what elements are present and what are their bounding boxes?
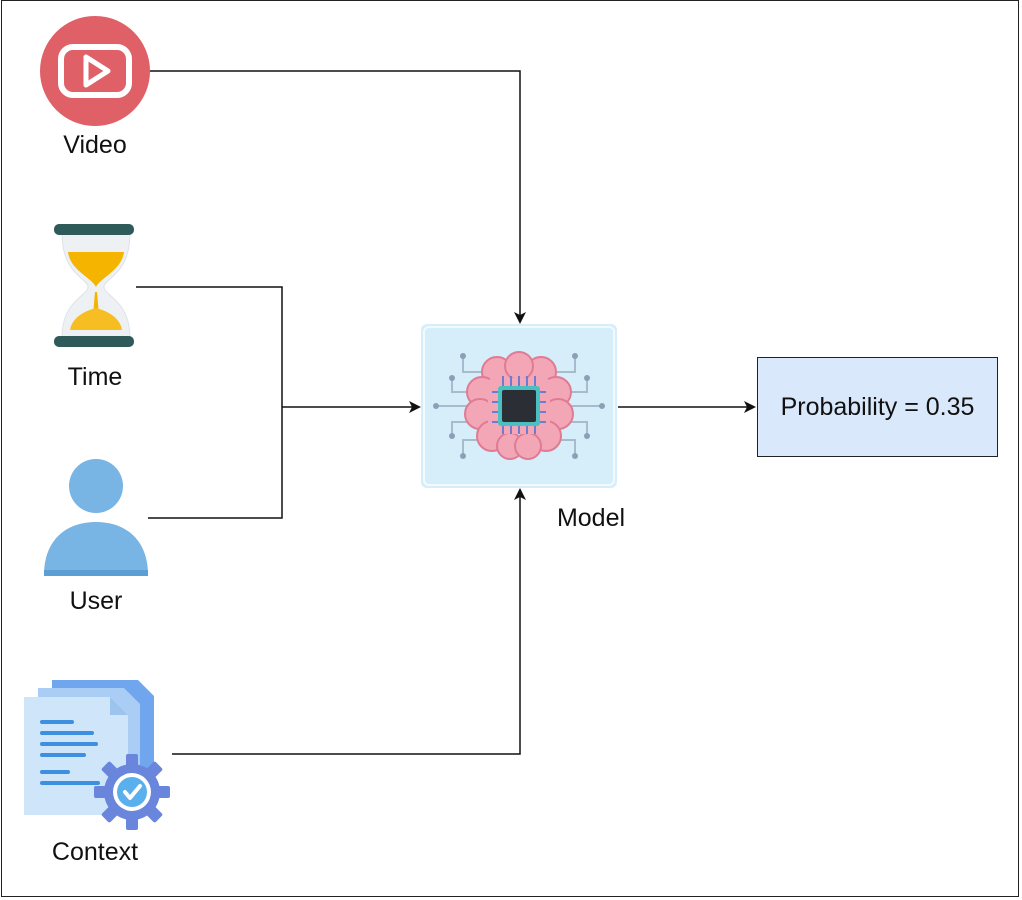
probability-output-text: Probability = 0.35 [780,392,975,421]
probability-output-box: Probability = 0.35 [757,357,998,457]
user-label: User [69,587,123,615]
time-to-model-connector [136,286,283,407]
video-play-icon [40,16,150,126]
context-label: Context [51,838,139,866]
model-label: Model [556,504,626,532]
video-label: Video [63,131,127,159]
hourglass-icon [54,224,134,347]
time-label: Time [67,363,123,391]
brain-chip-icon [421,324,617,488]
context-to-model-connector [172,488,526,755]
document-gear-icon [24,680,170,830]
user-icon [44,459,148,576]
video-to-model-connector [150,70,526,324]
user-to-model-connector [148,407,283,519]
